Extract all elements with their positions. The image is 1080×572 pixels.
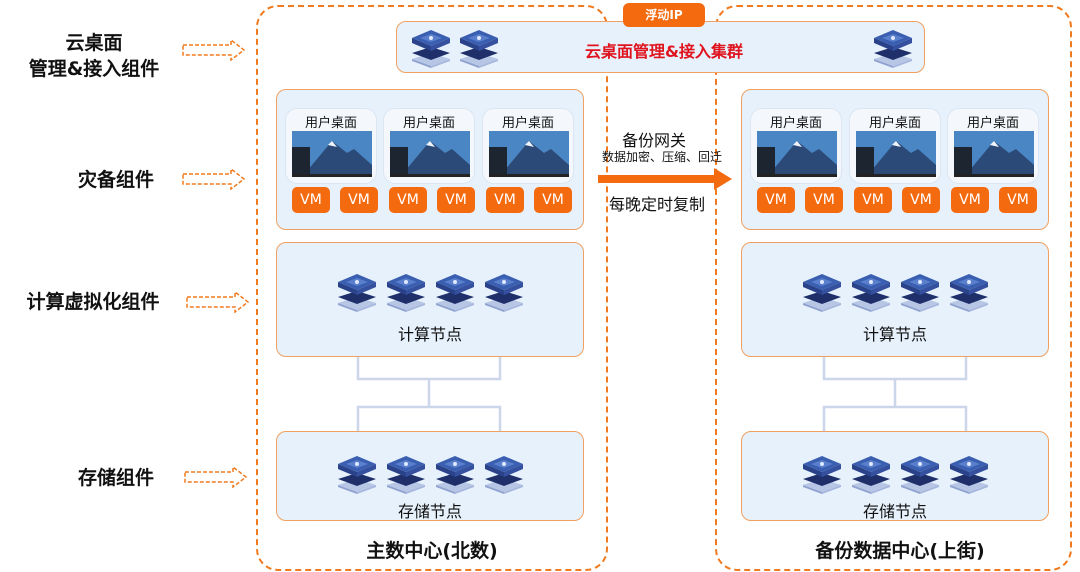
server-node-icon <box>458 26 500 68</box>
label-disaster-recovery: 灾备组件 <box>77 169 154 191</box>
primary-storage-panel <box>276 431 584 521</box>
user-desktop-card: 用户桌面 <box>849 108 941 184</box>
backup-gateway-subtitle: 数据加密、压缩、回迁 <box>602 150 723 164</box>
desktop-screenshot <box>954 131 1034 177</box>
desktop-screenshot <box>390 131 470 177</box>
server-node-icon <box>801 452 843 494</box>
backup-compute-panel <box>741 242 1049 357</box>
server-node-icon <box>850 270 892 312</box>
server-node-icon <box>872 26 914 68</box>
server-node-icon <box>336 452 378 494</box>
user-desktop-card: 用户桌面 <box>947 108 1039 184</box>
compute-node-row <box>801 270 990 312</box>
dashed-arrow-icon <box>184 466 248 488</box>
vm-badge: VM <box>999 187 1037 213</box>
server-node-icon <box>948 270 990 312</box>
dashed-arrow-icon <box>182 39 246 61</box>
compute-node-row <box>336 270 525 312</box>
server-node-icon <box>948 452 990 494</box>
server-node-icon <box>483 452 525 494</box>
primary-datacenter-container <box>256 5 608 571</box>
vm-badge: VM <box>902 187 940 213</box>
label-desktop-management: 云桌面 管理&接入组件 <box>28 32 160 80</box>
compute-node-label: 计算节点 <box>862 325 927 344</box>
dashed-arrow-icon <box>186 291 250 313</box>
primary-datacenter-title: 主数中心(北数) <box>366 540 498 562</box>
vm-badge: VM <box>854 187 892 213</box>
backup-datacenter-title: 备份数据中心(上街) <box>815 540 985 562</box>
dashed-arrow-icon <box>182 168 246 190</box>
backup-gateway-title: 备份网关 <box>622 131 687 150</box>
replication-schedule: 每晚定时复制 <box>609 195 706 214</box>
server-node-icon <box>385 452 427 494</box>
storage-node-row <box>336 452 525 494</box>
server-node-icon <box>410 26 452 68</box>
desktop-screenshot <box>757 131 837 177</box>
vm-badge: VM <box>292 187 330 213</box>
vm-badge: VM <box>389 187 427 213</box>
desktop-screenshot <box>489 131 569 177</box>
network-connector <box>822 357 968 432</box>
backup-storage-panel <box>741 431 1049 521</box>
primary-compute-panel <box>276 242 584 357</box>
user-desktop-card: 用户桌面 <box>383 108 475 184</box>
label-storage: 存储组件 <box>77 467 154 489</box>
desktop-screenshot <box>856 131 936 177</box>
storage-node-label: 存储节点 <box>862 502 927 521</box>
management-cluster-title: 云桌面管理&接入集群 <box>585 42 743 61</box>
network-connector <box>356 357 502 432</box>
vm-badge: VM <box>486 187 524 213</box>
storage-node-row <box>801 452 990 494</box>
server-node-icon <box>385 270 427 312</box>
vm-badge: VM <box>805 187 843 213</box>
vm-badge: VM <box>951 187 989 213</box>
server-node-icon <box>336 270 378 312</box>
user-desktop-card: 用户桌面 <box>750 108 842 184</box>
server-node-icon <box>483 270 525 312</box>
vm-badge: VM <box>437 187 475 213</box>
compute-node-label: 计算节点 <box>397 325 462 344</box>
user-desktop-card: 用户桌面 <box>482 108 574 184</box>
vm-badge: VM <box>757 187 795 213</box>
vm-badge: VM <box>534 187 572 213</box>
desktop-screenshot <box>292 131 372 177</box>
user-desktop-card: 用户桌面 <box>285 108 377 184</box>
replication-arrow-icon <box>598 168 732 190</box>
vm-badge: VM <box>340 187 378 213</box>
label-compute-virtualization: 计算虚拟化组件 <box>26 291 160 313</box>
server-node-icon <box>801 270 843 312</box>
floating-ip-badge: 浮动IP <box>623 3 705 27</box>
server-node-icon <box>899 452 941 494</box>
storage-node-label: 存储节点 <box>397 502 462 521</box>
backup-datacenter-container <box>715 5 1072 571</box>
server-node-icon <box>434 270 476 312</box>
server-node-icon <box>434 452 476 494</box>
server-node-icon <box>899 270 941 312</box>
server-node-icon <box>850 452 892 494</box>
